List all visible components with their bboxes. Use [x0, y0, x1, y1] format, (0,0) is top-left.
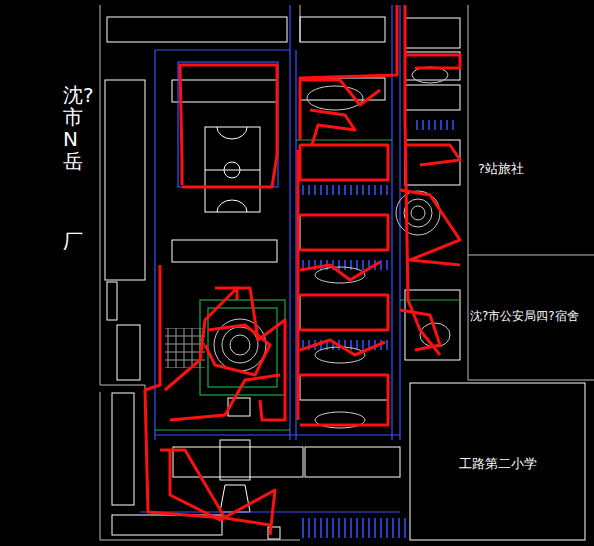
region-label: 沈?市N岳 — [63, 84, 83, 172]
map-region: 工路第二小学 — [410, 455, 585, 473]
region-label: ?站旅社 — [478, 160, 524, 178]
map-region: 沈?市公安局四?宿舍 — [470, 308, 579, 325]
region-label: 厂 — [63, 230, 83, 252]
map-region: 沈?市N岳厂 — [58, 84, 88, 252]
school-outline — [410, 383, 585, 540]
region-label: 工路第二小学 — [410, 455, 585, 473]
region-label: 沈?市公安局四?宿舍 — [470, 308, 579, 325]
map-region: ?站旅社 — [478, 160, 524, 178]
